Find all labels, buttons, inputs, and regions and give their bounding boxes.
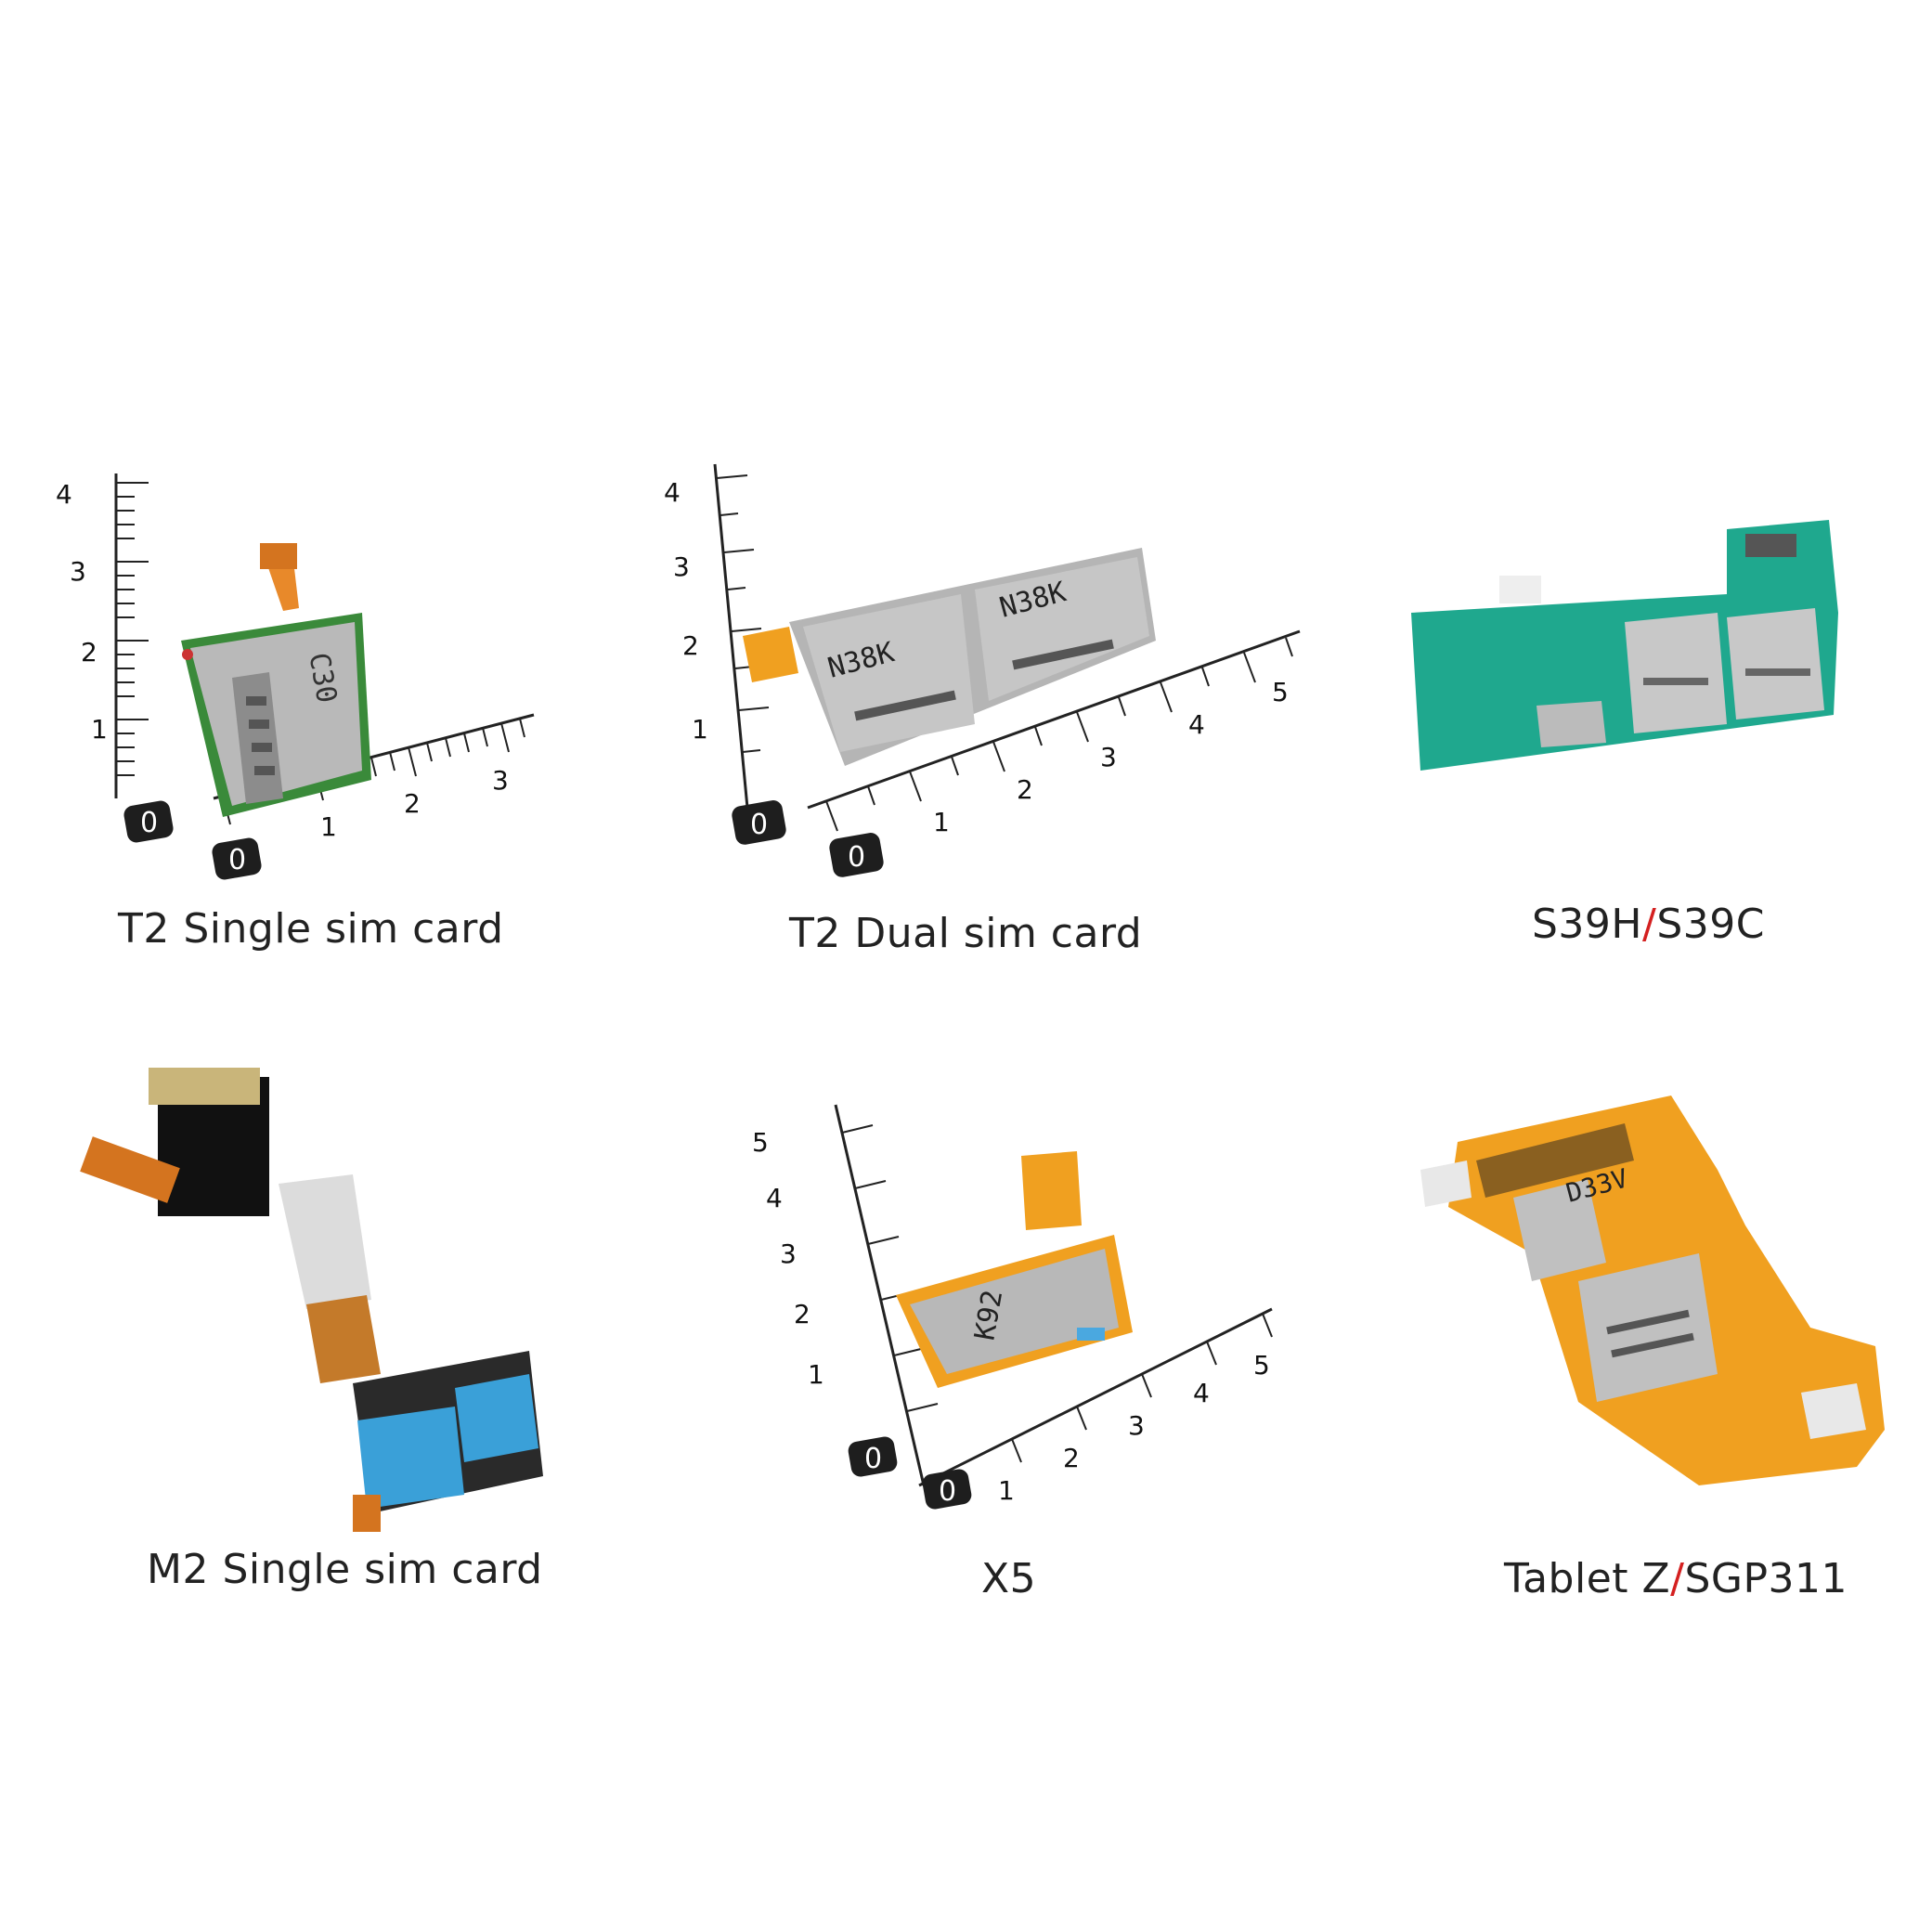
caption-tablet-z-a: Tablet Z: [1504, 1555, 1671, 1602]
svg-text:4: 4: [664, 477, 681, 508]
svg-text:2: 2: [682, 630, 699, 661]
svg-text:4: 4: [56, 479, 72, 510]
product-x5: 5 4 3 2 1 1 2 3 4 5 0 0 K92: [752, 1096, 1300, 1615]
svg-text:0: 0: [140, 807, 158, 839]
svg-text:2: 2: [81, 637, 97, 668]
caption-s39: S39H/S39C: [1532, 901, 1765, 948]
svg-text:3: 3: [1128, 1410, 1145, 1441]
svg-text:1: 1: [692, 714, 708, 745]
svg-text:3: 3: [492, 765, 509, 796]
svg-text:5: 5: [1272, 677, 1289, 707]
svg-text:1: 1: [998, 1475, 1015, 1506]
caption-tablet-z: Tablet Z/SGP311: [1504, 1555, 1848, 1602]
svg-text:1: 1: [808, 1359, 824, 1390]
svg-text:1: 1: [91, 714, 108, 745]
dual-sim-tray-component: N38K N38K: [743, 548, 1156, 766]
svg-text:3: 3: [70, 556, 86, 587]
x5-photo: 5 4 3 2 1 1 2 3 4 5 0 0 K92: [752, 1104, 1273, 1510]
zero-badge: 0 0: [732, 800, 884, 877]
caption-separator: /: [1670, 1555, 1685, 1602]
t2-dual-photo: 4 3 2 1 1 2 3 4 5 0 0: [664, 463, 1301, 877]
s39-photo: [1411, 520, 1838, 771]
vertical-ruler: 4 3 2 1: [56, 473, 149, 798]
product-t2-single: 4 3 2 1 1 2 3 0 0: [56, 446, 566, 953]
svg-text:0: 0: [939, 1475, 956, 1508]
product-t2-dual: 4 3 2 1 1 2 3 4 5 0 0: [641, 446, 1309, 957]
svg-text:2: 2: [404, 788, 421, 819]
svg-text:4: 4: [1188, 709, 1205, 740]
product-s39: S39H/S39C: [1393, 501, 1875, 948]
pcb-board: [1411, 520, 1838, 771]
caption-x5: X5: [981, 1555, 1037, 1602]
product-tablet-z: D33V Tablet Z/SGP311: [1420, 1096, 1885, 1615]
zero-badge: 0 0: [848, 1436, 972, 1510]
svg-text:4: 4: [1193, 1378, 1210, 1408]
caption-t2-single: T2 Single sim card: [118, 905, 504, 953]
tablet-z-photo: D33V: [1420, 1096, 1885, 1485]
caption-separator: /: [1642, 901, 1657, 948]
sim-tray-component: C30: [181, 543, 371, 817]
svg-text:3: 3: [1100, 742, 1117, 772]
svg-text:0: 0: [864, 1443, 882, 1475]
caption-s39c: S39C: [1656, 901, 1765, 948]
flex-board-component: D33V: [1420, 1096, 1885, 1485]
caption-t2-dual: T2 Dual sim card: [789, 910, 1143, 957]
caption-s39h: S39H: [1532, 901, 1643, 948]
product-m2-single: M2 Single sim card: [80, 1068, 641, 1615]
zero-badge: 0 0: [123, 800, 262, 880]
svg-text:2: 2: [1063, 1443, 1080, 1473]
svg-text:5: 5: [752, 1127, 769, 1158]
svg-text:1: 1: [320, 811, 337, 842]
svg-text:0: 0: [228, 844, 246, 876]
svg-text:3: 3: [673, 551, 690, 582]
vertical-ruler: 5 4 3 2 1: [752, 1104, 939, 1486]
t2-single-photo: 4 3 2 1 1 2 3 0 0: [56, 473, 535, 880]
svg-text:0: 0: [750, 809, 768, 841]
svg-text:3: 3: [780, 1238, 797, 1269]
caption-m2-single: M2 Single sim card: [147, 1546, 543, 1593]
caption-sgp311: SGP311: [1684, 1555, 1848, 1602]
horizontal-ruler: 1 2 3 4 5: [918, 1307, 1273, 1506]
horizontal-ruler: 1 2 3 4 5: [807, 629, 1301, 837]
m2-single-photo: [80, 1068, 543, 1532]
sim-tray-component: K92: [896, 1151, 1133, 1388]
svg-text:4: 4: [766, 1183, 783, 1213]
svg-text:2: 2: [1017, 774, 1033, 805]
svg-text:0: 0: [848, 841, 865, 874]
svg-text:5: 5: [1253, 1350, 1270, 1381]
flex-cable-component: [80, 1068, 543, 1532]
svg-text:2: 2: [794, 1299, 810, 1329]
vertical-ruler: 4 3 2 1: [664, 463, 770, 809]
svg-text:1: 1: [933, 807, 950, 837]
